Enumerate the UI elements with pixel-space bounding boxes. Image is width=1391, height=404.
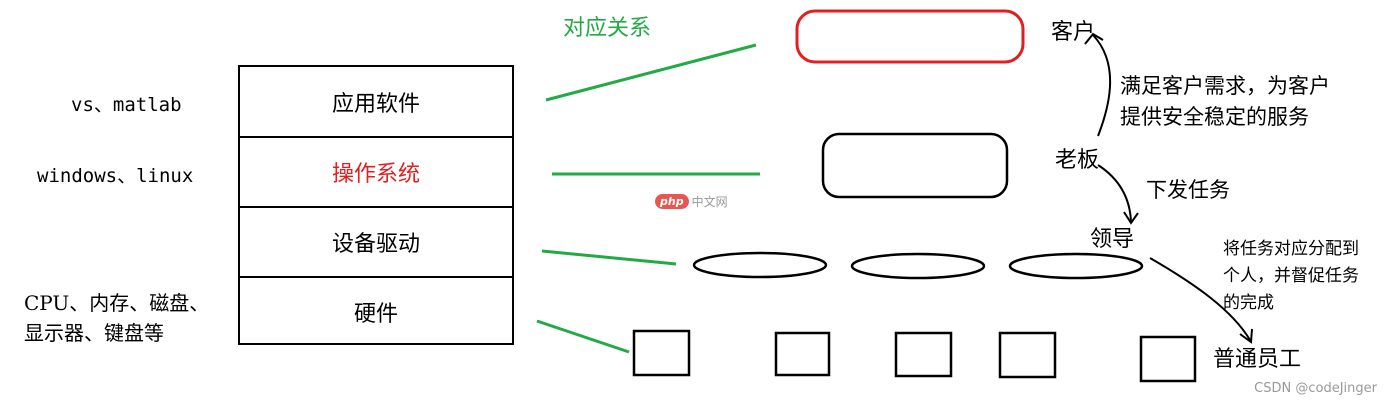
arrowhead (1239, 328, 1253, 344)
assign-note: 下发任务 (1146, 178, 1230, 202)
arrow-leader-to-staff (1149, 257, 1251, 341)
layer-os-label: 操作系统 (331, 162, 420, 187)
role-boss: 老板 (1055, 148, 1100, 173)
arrowhead (1123, 211, 1139, 225)
customer-note-line1: 满足客户需求，为客户 (1120, 74, 1330, 98)
staff-box (1139, 335, 1197, 383)
leader-note-line3: 的完成 (1223, 293, 1274, 313)
leader-ellipse (850, 252, 986, 280)
staff-box (998, 331, 1057, 379)
leader-note-line1: 将任务对应分配到 (1223, 239, 1359, 259)
layer-stack: 应用软件 操作系统 设备驱动 硬件 (238, 65, 514, 345)
example-app: vs、matlab (71, 94, 182, 116)
csdn-watermark: CSDN @codeJinger (1254, 381, 1377, 396)
staff-box (774, 331, 831, 377)
php-badge-icon: php (655, 194, 689, 209)
layer-hardware-label: 硬件 (353, 302, 398, 327)
php-watermark-logo: php 中文网 (655, 193, 728, 210)
example-hardware-line2: 显示器、键盘等 (24, 321, 164, 345)
arrow-boss-to-leader (1097, 164, 1132, 223)
leader-note-line2: 个人，并督促任务 (1223, 266, 1359, 286)
customer-note-line2: 提供安全稳定的服务 (1120, 105, 1309, 129)
arrow-boss-to-customer (1092, 34, 1112, 137)
layer-divider (240, 276, 512, 278)
staff-box (894, 331, 953, 378)
layer-driver: 设备驱动 (240, 207, 512, 277)
arrowhead (1084, 32, 1104, 45)
leader-ellipse (1008, 252, 1144, 280)
layer-os: 操作系统 (240, 137, 512, 207)
layer-application: 应用软件 (240, 67, 512, 137)
customer-box (795, 9, 1025, 64)
layer-divider (240, 136, 512, 138)
example-hardware-line1: CPU、内存、磁盘、 (24, 291, 210, 315)
php-watermark-text: 中文网 (691, 195, 728, 209)
layer-hardware: 硬件 (240, 277, 512, 347)
staff-box (632, 329, 691, 377)
map-line-hardware (536, 319, 630, 354)
layer-driver-label: 设备驱动 (331, 232, 420, 257)
example-os: windows、linux (37, 165, 194, 187)
layer-divider (240, 206, 512, 208)
map-line-application (545, 43, 757, 102)
map-line-driver (541, 249, 677, 266)
layer-application-label: 应用软件 (331, 92, 420, 117)
leader-ellipse (692, 251, 828, 279)
role-staff: 普通员工 (1213, 347, 1302, 372)
role-customer: 客户 (1051, 20, 1096, 45)
boss-box (821, 132, 1009, 199)
role-leader: 领导 (1090, 227, 1135, 252)
diagram-title: 对应关系 (563, 16, 652, 41)
